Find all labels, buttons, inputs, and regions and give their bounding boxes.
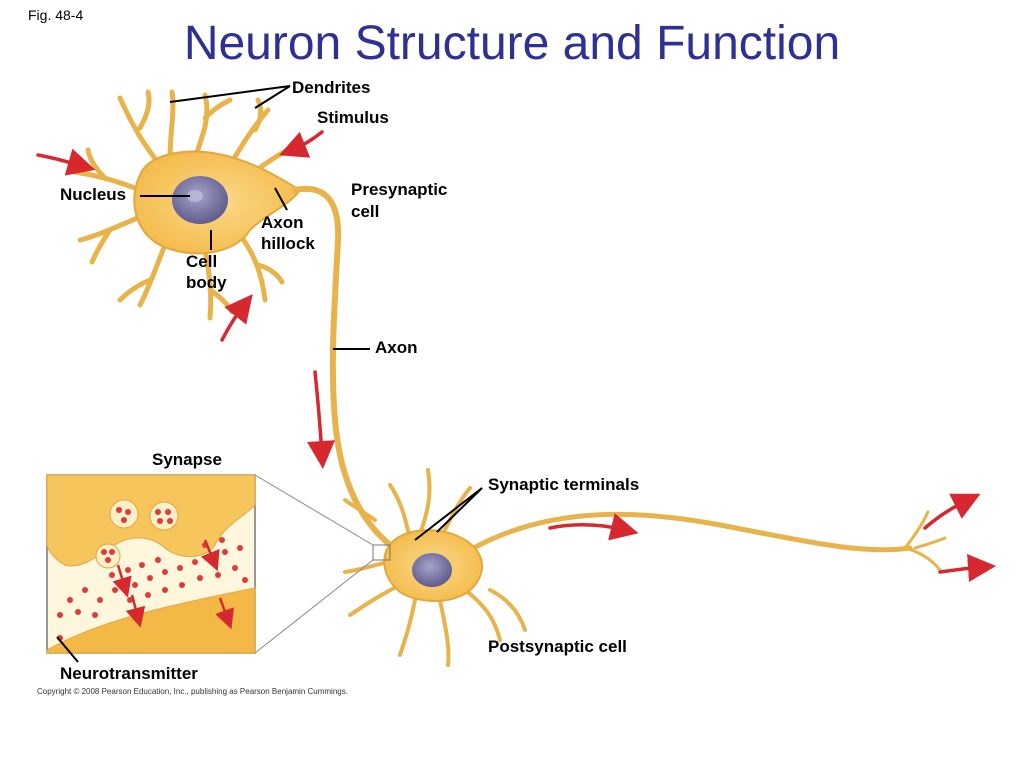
postsynaptic-axon-arrow [548,513,639,541]
postsynaptic-axon [467,511,913,553]
axon-arrow [307,370,336,469]
presynaptic-axon [292,185,393,548]
page-title: Neuron Structure and Function [183,17,841,70]
label-synapse: Synapse [152,450,222,469]
postsynaptic-neuron [343,468,947,667]
label-axon: Axon [375,338,418,357]
postsynaptic-membrane [46,587,256,654]
terminal-arrow-up [923,493,981,530]
figure-number: Fig. 48-4 [28,7,84,23]
label-postsynaptic-cell: Postsynaptic cell [488,637,627,656]
copyright-notice: Copyright © 2008 Pearson Education, Inc.… [37,687,348,696]
label-nucleus: Nucleus [60,185,126,204]
label-axon-hillock-line1: Axon [261,213,304,232]
stimulus-arrow-bottom [220,294,253,342]
neurotransmitter-molecules [57,507,248,641]
synapse-release-arrows [112,539,234,630]
terminal-arrow-right [938,554,996,582]
label-presynaptic-line2: cell [351,202,379,221]
synapse-inset [46,474,256,654]
stimulus-arrow-top [279,130,324,158]
stimulus-arrow-left [36,148,96,176]
label-cell-body-line2: body [186,273,227,292]
label-cell-body-line1: Cell [186,252,217,271]
signal-direction-arrows [36,130,996,582]
axon-terminal-branches [903,510,947,572]
label-stimulus: Stimulus [317,108,389,127]
label-synaptic-terminals: Synaptic terminals [488,475,639,494]
label-presynaptic-line1: Presynaptic [351,180,447,199]
label-dendrites: Dendrites [292,78,370,97]
synapse-zoom-marker [372,544,391,561]
label-axon-hillock-line2: hillock [261,234,315,253]
leader-lines [56,85,483,663]
postsynaptic-nucleus [412,553,452,587]
label-neurotransmitter: Neurotransmitter [60,664,198,683]
